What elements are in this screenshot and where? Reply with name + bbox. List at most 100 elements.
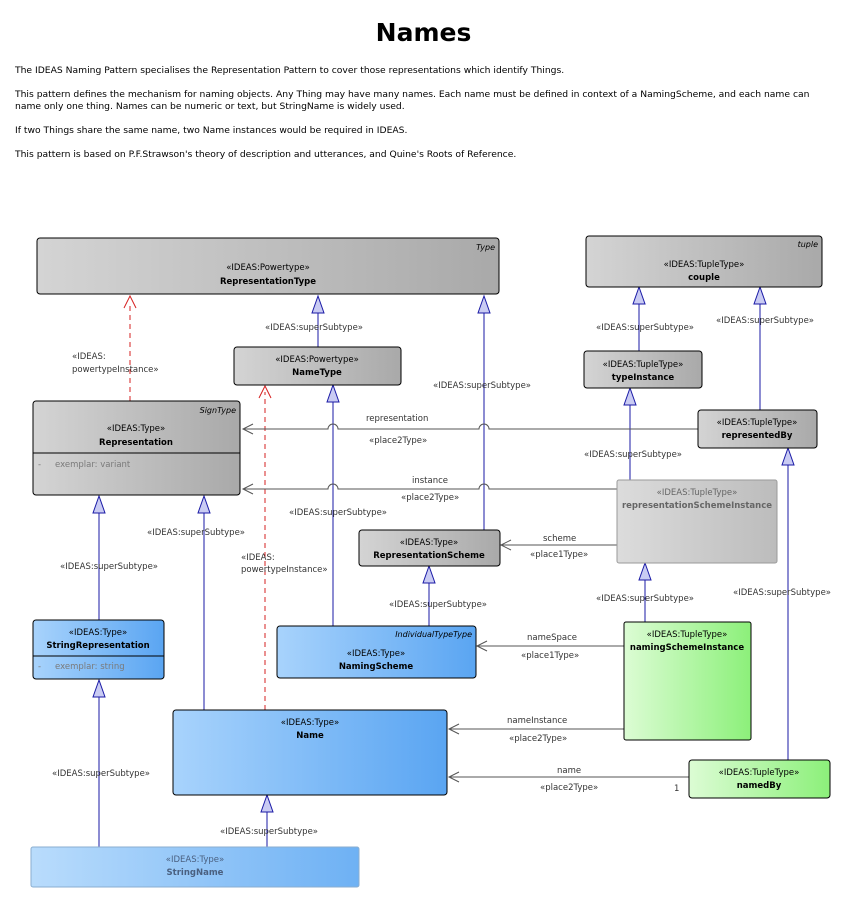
label-role-namespace: nameSpace (527, 633, 577, 643)
box-name: StringRepresentation (46, 641, 149, 651)
box-name: namingSchemeInstance (630, 643, 744, 653)
box-name: representedBy (722, 431, 793, 441)
label-powertype-instance: powertypeInstance» (241, 565, 328, 575)
box-corner-label: tuple (798, 240, 819, 249)
edge-rsi-representation (243, 483, 617, 490)
box-corner-label: SignType (200, 406, 236, 415)
label-role-representation: representation (366, 414, 428, 424)
name-box: «IDEAS:Type» Name (172, 709, 448, 796)
box-attribute: exemplar: variant (55, 460, 131, 470)
triangle-head (781, 446, 795, 466)
attribute-marker: - (38, 662, 41, 672)
representation-box: SignType «IDEAS:Type» Representation - e… (32, 400, 241, 496)
label-supersubtype: «IDEAS:superSubtype» (147, 528, 245, 538)
triangle-head (260, 793, 274, 813)
label-role-nameinstance: nameInstance (507, 716, 567, 726)
triangle-head (311, 294, 325, 314)
named-by-box: «IDEAS:TupleType» namedBy (688, 759, 831, 799)
box-name: representationSchemeInstance (622, 501, 772, 511)
arrow-open-head (258, 384, 272, 399)
string-name-box: «IDEAS:Type» StringName (30, 846, 360, 888)
triangle-head (623, 386, 637, 406)
label-powertype-instance: «IDEAS: (241, 553, 275, 563)
edge-labels: «IDEAS:superSubtype» «IDEAS:superSubtype… (52, 316, 831, 837)
label-role-name: name (557, 766, 581, 776)
label-place2type: «place2Type» (509, 734, 567, 744)
box-stereotype: «IDEAS:TupleType» (664, 260, 745, 270)
triangle-head (632, 285, 646, 305)
triangle-head (422, 564, 436, 584)
label-place2type: «place2Type» (401, 493, 459, 503)
label-multiplicity: 1 (674, 784, 679, 794)
box-stereotype: «IDEAS:Type» (400, 538, 458, 548)
shared-name-paragraph: If two Things share the same name, two N… (15, 125, 408, 136)
label-supersubtype: «IDEAS:superSubtype» (584, 450, 682, 460)
label-supersubtype: «IDEAS:superSubtype» (596, 323, 694, 333)
box-name: namedBy (737, 781, 782, 791)
box-name: StringName (167, 868, 224, 878)
box-stereotype: «IDEAS:TupleType» (647, 630, 728, 640)
naming-scheme-instance-box: «IDEAS:TupleType» namingSchemeInstance (623, 621, 752, 741)
label-supersubtype: «IDEAS:superSubtype» (60, 562, 158, 572)
arrow-open-head (123, 294, 137, 309)
edges (98, 294, 789, 847)
label-powertype-instance: powertypeInstance» (72, 365, 159, 375)
label-place2type: «place2Type» (540, 783, 598, 793)
label-place1type: «place1Type» (521, 651, 579, 661)
box-name: NameType (292, 368, 342, 378)
label-place1type: «place1Type» (530, 550, 588, 560)
label-role-scheme: scheme (543, 534, 576, 544)
label-role-instance: instance (412, 476, 448, 486)
box-name: NamingScheme (339, 662, 414, 672)
triangle-head (477, 294, 491, 314)
triangle-head (92, 678, 106, 698)
arrow-open-head (447, 771, 460, 783)
box-stereotype: «IDEAS:TupleType» (657, 488, 738, 498)
box-stereotype: «IDEAS:TupleType» (603, 360, 684, 370)
box-stereotype: «IDEAS:Type» (69, 628, 127, 638)
arrow-open-head (241, 423, 254, 435)
edge-representedby-representation (243, 423, 698, 430)
box-name: typeInstance (612, 373, 675, 383)
box-name: RepresentationScheme (373, 551, 485, 561)
box-corner-label: IndividualTypeType (395, 630, 472, 639)
triangle-head (92, 494, 106, 514)
triangle-head (753, 285, 767, 305)
arrow-open-head (475, 640, 488, 652)
box-stereotype: «IDEAS:Powertype» (275, 355, 359, 365)
representation-scheme-box: «IDEAS:Type» RepresentationScheme (358, 529, 501, 567)
couple-box: tuple «IDEAS:TupleType» couple (585, 235, 823, 288)
triangle-head (326, 383, 340, 403)
type-instance-box: «IDEAS:TupleType» typeInstance (583, 350, 703, 389)
theory-paragraph: This pattern is based on P.F.Strawson's … (15, 149, 517, 160)
box-stereotype: «IDEAS:Type» (107, 424, 165, 434)
name-type-box: «IDEAS:Powertype» NameType (233, 346, 402, 386)
representation-type-box: Type «IDEAS:Powertype» RepresentationTyp… (36, 237, 500, 295)
label-supersubtype: «IDEAS:superSubtype» (433, 381, 531, 391)
representation-scheme-instance-box: «IDEAS:TupleType» representationSchemeIn… (616, 479, 778, 564)
box-stereotype: «IDEAS:Type» (166, 855, 224, 865)
label-supersubtype: «IDEAS:superSubtype» (716, 316, 814, 326)
box-name: Name (296, 731, 324, 741)
mechanism-paragraph: This pattern defines the mechanism for n… (15, 89, 810, 112)
label-supersubtype: «IDEAS:superSubtype» (265, 323, 363, 333)
triangle-head (197, 494, 211, 514)
page-title: Names (375, 18, 472, 47)
label-supersubtype: «IDEAS:superSubtype» (220, 827, 318, 837)
box-attribute: exemplar: string (55, 662, 125, 672)
box-stereotype: «IDEAS:Type» (347, 649, 405, 659)
label-supersubtype: «IDEAS:superSubtype» (733, 588, 831, 598)
arrow-open-head (499, 539, 512, 551)
box-stereotype: «IDEAS:TupleType» (717, 418, 798, 428)
represented-by-box: «IDEAS:TupleType» representedBy (697, 409, 818, 449)
intro-paragraph: The IDEAS Naming Pattern specialises the… (15, 65, 565, 76)
box-corner-label: Type (476, 243, 495, 252)
label-supersubtype: «IDEAS:superSubtype» (596, 594, 694, 604)
box-name: RepresentationType (220, 277, 316, 287)
box-stereotype: «IDEAS:Powertype» (226, 263, 310, 273)
naming-scheme-box: IndividualTypeType «IDEAS:Type» NamingSc… (276, 625, 477, 679)
label-powertype-instance: «IDEAS: (72, 352, 106, 362)
label-supersubtype: «IDEAS:superSubtype» (52, 769, 150, 779)
box-stereotype: «IDEAS:Type» (281, 718, 339, 728)
generalization-heads (92, 285, 795, 813)
